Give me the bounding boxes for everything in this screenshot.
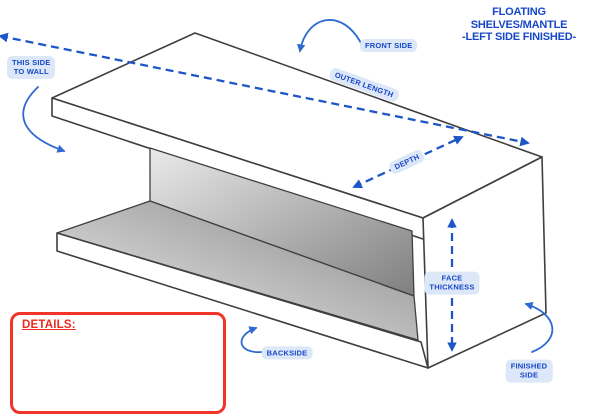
- diagram-title-line3: -LEFT SIDE FINISHED-: [462, 31, 576, 44]
- label-this-side-to-wall: THIS SIDE TO WALL: [7, 56, 56, 79]
- label-finished-side-line1: FINISHED: [510, 361, 548, 371]
- finished-side-arrow: [524, 302, 554, 353]
- this-side-to-wall-arrow: [22, 86, 66, 153]
- label-face-thickness-line1: FACE: [441, 273, 463, 283]
- details-box: DETAILS:: [10, 312, 226, 414]
- backside-arrow: [240, 326, 263, 353]
- label-backside: BACKSIDE: [261, 346, 313, 360]
- label-face-thickness-line2: THICKNESS: [429, 283, 475, 292]
- label-finished-side: FINISHED SIDE: [505, 359, 553, 383]
- shelf-inner-floor: [56, 200, 419, 341]
- outer-length-dimension-arrow: [0, 32, 530, 147]
- label-face-thickness: FACE THICKNESS: [424, 271, 480, 295]
- front-side-arrow: [297, 19, 363, 53]
- label-finished-side-line2: SIDE: [519, 371, 539, 380]
- diagram-page: { "title": { "lines": ["FLOATING", "SHEL…: [0, 6, 600, 414]
- diagram-title-line2: SHELVES/MANTLE: [470, 18, 568, 31]
- diagram-title-line1: FLOATING: [492, 6, 546, 18]
- label-this-side-to-wall-line2: TO WALL: [13, 67, 49, 77]
- label-front-side: FRONT SIDE: [360, 39, 418, 53]
- callout-arrows: [22, 19, 554, 353]
- details-heading: DETAILS:: [22, 319, 76, 331]
- diagram-title: FLOATING SHELVES/MANTLE -LEFT SIDE FINIS…: [437, 6, 600, 44]
- shelf-isometric-diagram: [0, 19, 554, 369]
- label-this-side-to-wall-line1: THIS SIDE: [12, 58, 51, 67]
